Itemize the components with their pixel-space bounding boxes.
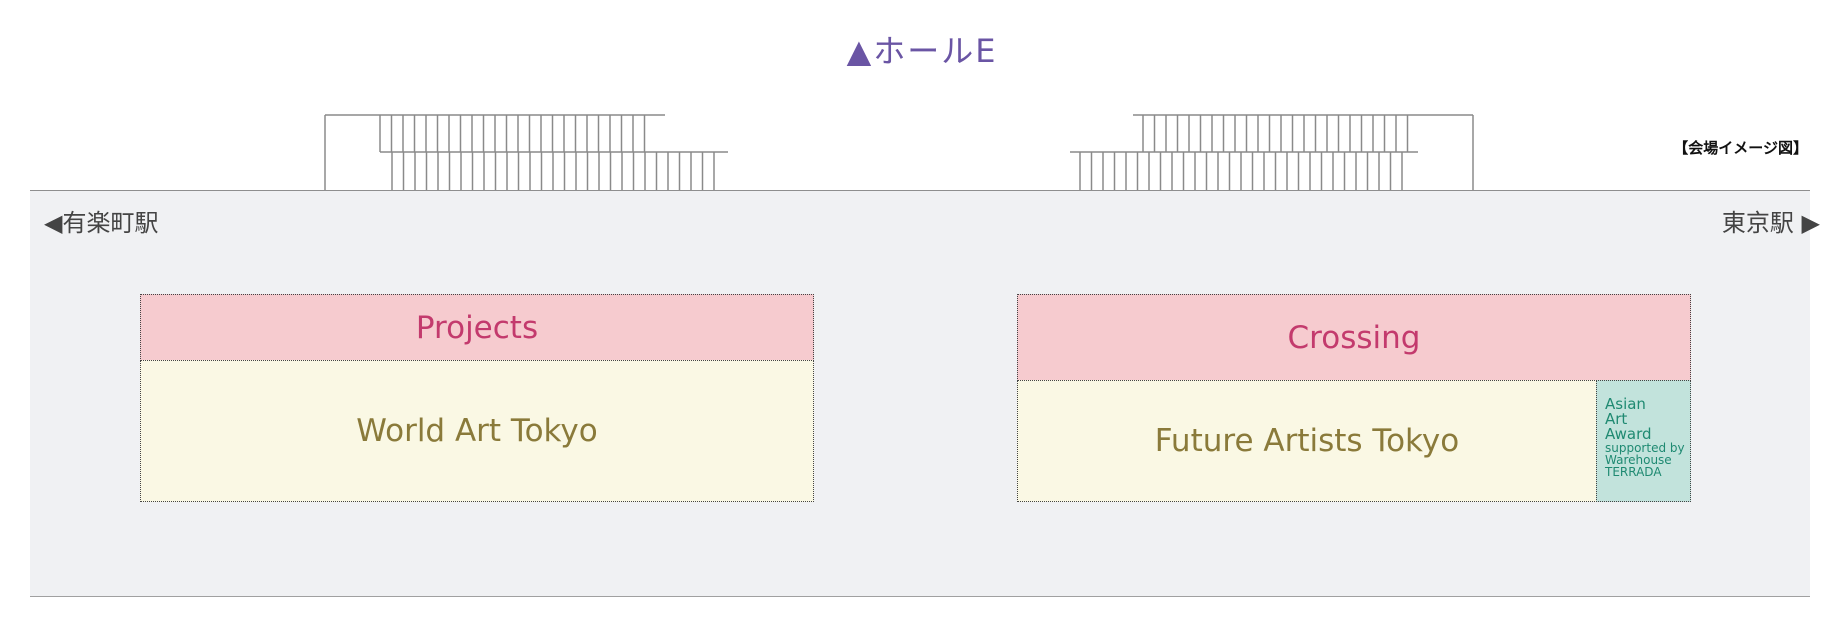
- award-line-3: Award: [1605, 425, 1652, 443]
- zone-projects[interactable]: Projects: [140, 294, 814, 361]
- nav-yurakucho-station: ◀有楽町駅: [44, 209, 159, 237]
- award-line-5: Warehouse: [1605, 453, 1672, 467]
- zone-future-artists-tokyo[interactable]: Future Artists Tokyo: [1017, 380, 1597, 502]
- left-staircase: [324, 114, 728, 190]
- award-line-2: Art: [1605, 410, 1628, 428]
- zone-world-art-tokyo-label: World Art Tokyo: [356, 413, 598, 449]
- nav-tokyo-station: 東京駅 ▶: [1721, 209, 1820, 237]
- award-line-1: Asian: [1605, 395, 1646, 413]
- zone-crossing[interactable]: Crossing: [1017, 294, 1691, 381]
- hall-e-entrance-label: ▲ホールE: [846, 32, 998, 70]
- stairs-illustration: [324, 114, 1474, 190]
- venue-map-legend: 【会場イメージ図】: [1673, 139, 1808, 157]
- zone-future-artists-tokyo-label: Future Artists Tokyo: [1154, 423, 1460, 459]
- zone-asian-art-award[interactable]: Asian Art Award supported by Warehouse T…: [1596, 380, 1691, 502]
- zone-projects-label: Projects: [415, 309, 539, 346]
- award-line-6: TERRADA: [1605, 465, 1662, 479]
- award-line-4: supported by: [1605, 441, 1685, 455]
- zone-world-art-tokyo[interactable]: World Art Tokyo: [140, 360, 814, 502]
- right-staircase: [1070, 114, 1474, 190]
- zone-crossing-label: Crossing: [1287, 319, 1421, 356]
